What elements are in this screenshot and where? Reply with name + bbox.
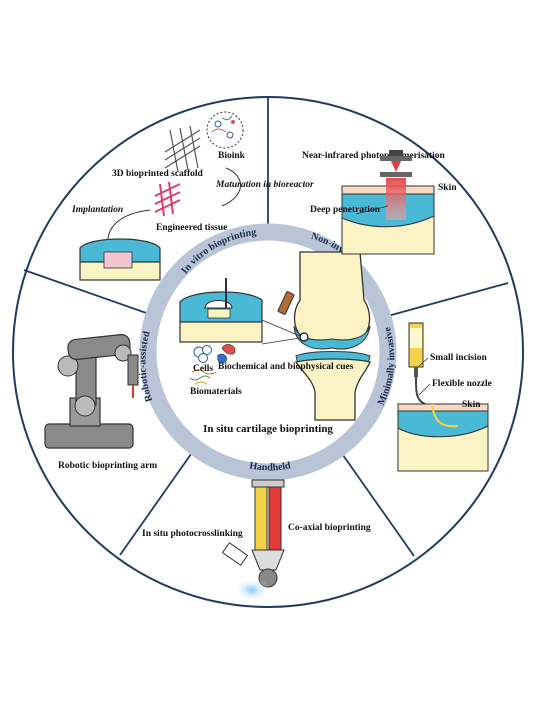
scaffold-label: 3D bioprinted scaffold [112,169,204,179]
engineered-label: Engineered tissue [156,223,227,233]
nir-beam [386,178,406,220]
cells-label: Cells [193,364,213,374]
robotic-arm-icon [44,334,139,449]
deep-label: Deep penetration [310,205,381,215]
skin-label-mi: Skin [462,400,481,410]
divider-line [337,447,415,557]
implant-cross-section [79,238,161,281]
biomaterials-label: Biomaterials [190,387,242,397]
coaxial-label: Co-axial bioprinting [288,523,371,533]
nir-label: Near-infrared photopolymerisation [302,151,445,161]
zoom-line [261,337,301,345]
uv-lamp-icon [221,542,270,602]
maturation-arrow [221,167,241,207]
center-title: In situ cartilage bioprinting [203,423,333,435]
nir-device-icon [380,150,412,177]
bioink-icon [206,111,244,149]
center-inset-defect [179,278,263,343]
scaffold-grid-icon [164,125,201,173]
incision-label: Small incision [430,353,487,363]
maturation-label: Maturation in bioreactor [215,180,314,190]
photocrosslink-label: In situ photocrosslinking [142,529,243,539]
category-ring [139,223,397,481]
divider-line [383,282,509,318]
pointer-line [418,383,431,396]
nozzle-label: Flexible nozzle [432,379,492,389]
implantation-label: Implantation [71,205,123,215]
coaxial-printer-icon [251,479,285,588]
pointer-line [418,357,429,367]
cues-label: Biochemical and biophysical cues [218,362,354,372]
zoom-line [261,319,301,337]
skin-label-nir: Skin [438,183,457,193]
engineered-tissue-icon [154,181,181,217]
ring-label-handheld: Handheld [248,460,291,473]
pointer-line [355,205,389,215]
knee-joint-illustration [277,251,371,421]
cues-icon [217,344,236,364]
nozzle-path [430,403,459,428]
biomaterials-icon [189,369,217,385]
divider-line [23,269,153,316]
cells-icon [193,345,212,363]
robotic-arm-label: Robotic bioprinting arm [58,461,157,471]
divider-line [119,446,197,556]
bioink-label: Bioink [218,151,246,161]
